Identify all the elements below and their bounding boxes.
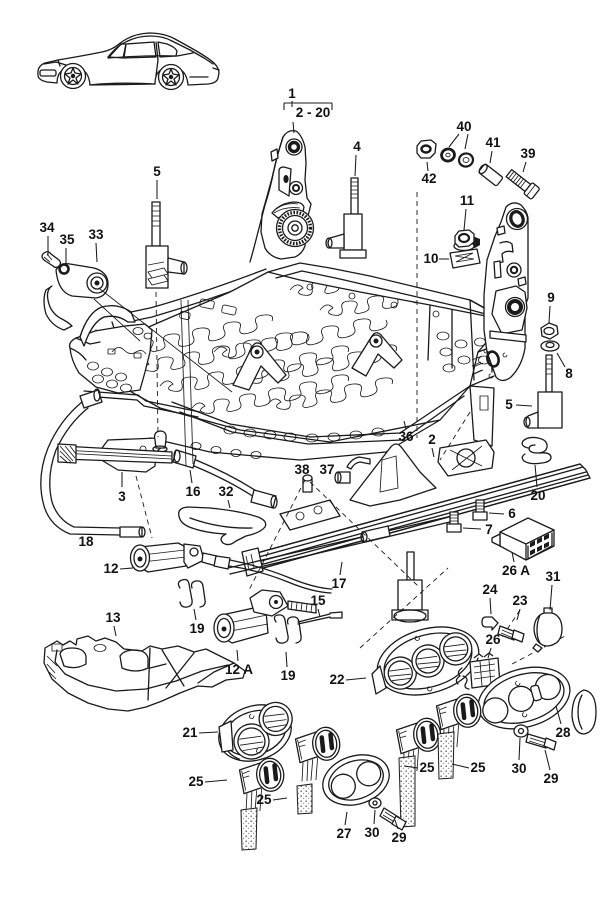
- svg-text:19: 19: [189, 621, 204, 636]
- svg-text:25: 25: [419, 760, 435, 775]
- svg-text:40: 40: [456, 119, 471, 134]
- svg-text:25: 25: [470, 760, 486, 775]
- svg-text:1: 1: [288, 86, 296, 101]
- svg-text:8: 8: [565, 366, 573, 381]
- svg-text:21: 21: [182, 725, 198, 740]
- svg-text:12: 12: [103, 561, 118, 576]
- svg-text:2 - 20: 2 - 20: [296, 105, 331, 120]
- svg-text:33: 33: [88, 227, 104, 242]
- svg-text:6: 6: [508, 506, 516, 521]
- svg-text:41: 41: [485, 135, 501, 150]
- svg-text:30: 30: [364, 825, 379, 840]
- svg-text:37: 37: [319, 462, 334, 477]
- svg-text:24: 24: [482, 582, 498, 597]
- svg-text:2: 2: [428, 432, 436, 447]
- svg-text:34: 34: [39, 220, 55, 235]
- svg-text:25: 25: [256, 792, 272, 807]
- svg-text:13: 13: [105, 610, 121, 625]
- svg-text:23: 23: [512, 593, 528, 608]
- svg-text:36: 36: [398, 429, 414, 444]
- svg-text:20: 20: [530, 488, 545, 503]
- svg-text:31: 31: [545, 569, 561, 584]
- svg-text:5: 5: [505, 397, 513, 412]
- svg-text:42: 42: [421, 171, 436, 186]
- svg-text:29: 29: [391, 830, 406, 845]
- svg-text:12 A: 12 A: [225, 662, 253, 677]
- svg-text:11: 11: [460, 193, 475, 208]
- svg-text:5: 5: [153, 164, 161, 179]
- svg-text:3: 3: [118, 489, 126, 504]
- svg-text:26 A: 26 A: [502, 563, 530, 578]
- svg-text:7: 7: [485, 522, 493, 537]
- svg-text:22: 22: [329, 672, 344, 687]
- svg-text:10: 10: [423, 251, 438, 266]
- svg-text:35: 35: [59, 232, 75, 247]
- svg-text:15: 15: [310, 593, 326, 608]
- svg-text:17: 17: [331, 576, 346, 591]
- svg-text:16: 16: [185, 484, 201, 499]
- svg-text:28: 28: [555, 725, 571, 740]
- svg-text:27: 27: [336, 826, 351, 841]
- svg-text:25: 25: [188, 774, 204, 789]
- svg-text:26: 26: [485, 632, 501, 647]
- svg-text:30: 30: [511, 761, 526, 776]
- svg-text:38: 38: [294, 462, 310, 477]
- svg-text:32: 32: [218, 484, 233, 499]
- svg-text:4: 4: [353, 139, 361, 154]
- svg-text:9: 9: [547, 290, 555, 305]
- svg-text:29: 29: [543, 771, 558, 786]
- svg-text:19: 19: [280, 668, 295, 683]
- svg-text:39: 39: [520, 146, 535, 161]
- svg-text:18: 18: [78, 534, 94, 549]
